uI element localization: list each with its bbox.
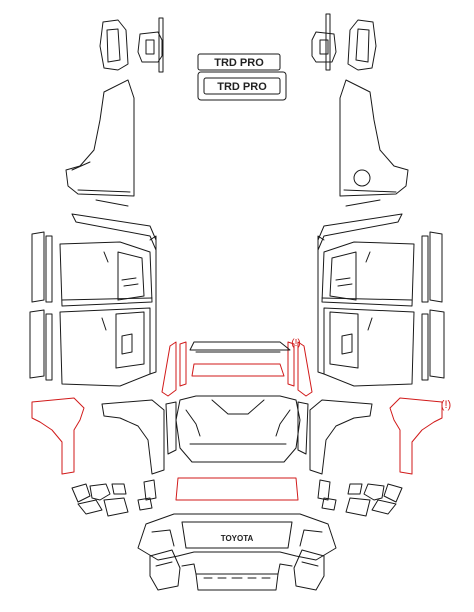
right-mirror-part bbox=[347, 19, 377, 71]
left-front-fender bbox=[65, 79, 135, 197]
lower-hood-red bbox=[175, 477, 299, 501]
left-fender-flare-red bbox=[31, 397, 85, 475]
left-a-pillar-red-inner bbox=[179, 341, 187, 387]
left-fender-strip bbox=[95, 199, 129, 207]
right-small-parts bbox=[317, 479, 337, 511]
left-door-trim-strips bbox=[29, 231, 53, 381]
left-rear-flare bbox=[101, 399, 165, 475]
bumper-right-corner bbox=[293, 549, 325, 591]
right-door-trim-strips bbox=[421, 231, 445, 381]
right-door-edge-strip bbox=[317, 235, 325, 375]
badge-mid-text: TRD PRO bbox=[217, 81, 267, 93]
bumper-left-trim bbox=[181, 563, 197, 575]
trd-pro-badge-mid: TRD PRO bbox=[197, 71, 287, 101]
right-rear-door bbox=[323, 307, 415, 387]
bumper-right-trim bbox=[277, 563, 293, 575]
right-fender-flare-red bbox=[389, 397, 443, 475]
warning-mark-left: (!) bbox=[291, 338, 300, 349]
badge-top-text: TRD PRO bbox=[214, 57, 264, 69]
right-rear-flare bbox=[309, 399, 373, 475]
left-small-parts bbox=[137, 479, 157, 511]
right-fender-strip bbox=[345, 199, 381, 207]
bumper-skid-plate bbox=[195, 573, 279, 591]
left-roof-rail bbox=[71, 213, 157, 251]
left-headlight-parts bbox=[71, 483, 129, 517]
left-a-pillar-red bbox=[161, 341, 177, 397]
right-front-door bbox=[321, 241, 415, 307]
left-front-door bbox=[59, 241, 153, 307]
hood-lip-red bbox=[191, 363, 285, 377]
hood-left-side bbox=[165, 401, 177, 455]
right-a-pillar-red bbox=[297, 341, 313, 397]
left-mirror-bracket bbox=[137, 17, 164, 73]
bumper-logo-text: TOYOTA bbox=[221, 534, 254, 543]
trd-pro-badge-top: TRD PRO bbox=[197, 53, 281, 71]
front-bumper: TOYOTA bbox=[137, 513, 337, 561]
right-a-pillar-red-inner bbox=[287, 341, 295, 387]
hood-right-side bbox=[297, 401, 309, 455]
left-mirror-part bbox=[99, 19, 129, 71]
left-door-edge-strip bbox=[149, 235, 157, 375]
right-front-fender bbox=[339, 79, 409, 197]
right-headlight-parts bbox=[345, 483, 403, 517]
hood bbox=[175, 395, 301, 463]
warning-mark-right: (!) bbox=[441, 399, 451, 411]
bumper-left-corner bbox=[149, 549, 181, 591]
cowl-strip bbox=[189, 341, 291, 351]
left-rear-door bbox=[59, 307, 151, 387]
right-mirror-bracket bbox=[311, 13, 337, 71]
right-roof-rail bbox=[317, 213, 403, 251]
